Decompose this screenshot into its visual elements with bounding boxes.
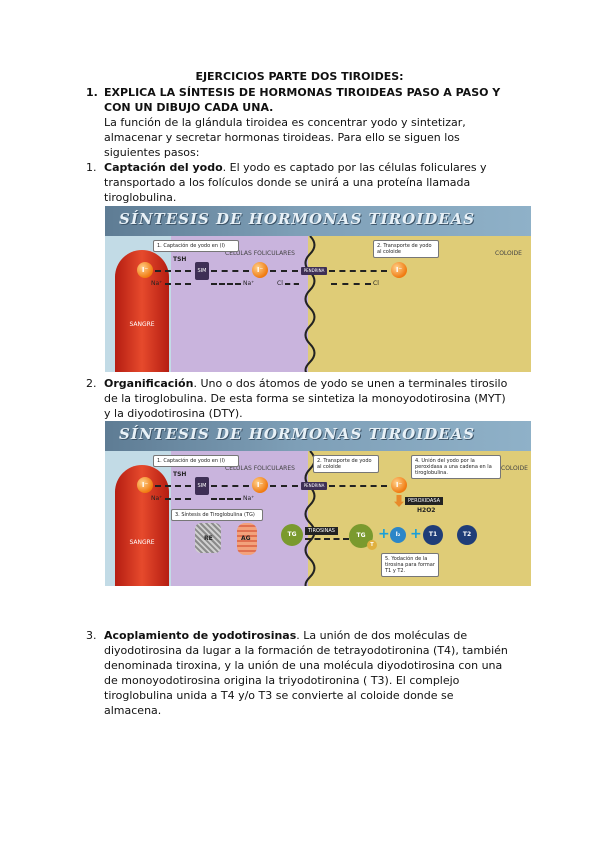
step3-line-6: almacena. bbox=[104, 704, 162, 717]
tyrosines-label: TIROSINAS bbox=[305, 527, 338, 535]
arrow-membrane-to-colloid bbox=[329, 270, 387, 272]
figure-organification: SÍNTESIS DE HORMONAS TIROIDEAS CÉLULAS F… bbox=[105, 421, 531, 586]
callout-step4: 4. Unión del yodo por la peroxidasa a un… bbox=[411, 455, 501, 479]
iodide-ion-blood: I⁻ bbox=[137, 477, 153, 493]
arrow-sodium-1 bbox=[165, 283, 191, 285]
plus-icon: + bbox=[410, 526, 422, 542]
document-title: EJERCICIOS PARTE DOS TIROIDES: bbox=[195, 70, 404, 83]
membrane-wave bbox=[304, 451, 316, 586]
iodide-ion-blood: I⁻ bbox=[137, 262, 153, 278]
arrow-tg-to-colloid bbox=[305, 538, 349, 540]
symporter-pump: SIM bbox=[195, 262, 209, 280]
iodide-ion-cell: I⁻ bbox=[252, 477, 268, 493]
blood-label: SANGRE bbox=[129, 321, 155, 328]
arrow-sodium-1 bbox=[165, 498, 191, 500]
question-number: 1. bbox=[86, 86, 98, 99]
intro-line-1: La función de la glándula tiroidea es co… bbox=[104, 116, 466, 129]
peroxidase-label: PEROXIDASA bbox=[405, 497, 444, 505]
figure-title: SÍNTESIS DE HORMONAS TIROIDEAS bbox=[119, 425, 476, 443]
step3-text: . La unión de dos moléculas de bbox=[296, 629, 468, 642]
follicular-cells-zone bbox=[171, 236, 308, 372]
iodide-ion-cell: I⁻ bbox=[252, 262, 268, 278]
endoplasmic-reticulum-icon bbox=[195, 523, 221, 553]
arrow-sodium-2 bbox=[211, 498, 241, 500]
figure-header: SÍNTESIS DE HORMONAS TIROIDEAS bbox=[105, 206, 531, 236]
question-line-2: CON UN DIBUJO CADA UNA. bbox=[104, 101, 274, 114]
tsh-label: TSH bbox=[173, 256, 187, 263]
arrow-cell-to-membrane bbox=[270, 270, 298, 272]
step2-line-3: y la diyodotirosina (DTY). bbox=[104, 407, 243, 420]
zone-label-colloid: COLOIDE bbox=[495, 250, 522, 257]
callout-step2: 2. Transporte de yodo al coloide bbox=[373, 240, 439, 258]
step2-line-2: de la tiroglobulina. De esta forma se si… bbox=[104, 392, 506, 405]
tyrosine-marker: T bbox=[367, 540, 377, 550]
thyroglobulin-cell: TG bbox=[281, 524, 303, 546]
step3-line-4: de monoyodotirosina origina la triyodoti… bbox=[104, 674, 460, 687]
step2-line-1: Organificación. Uno o dos átomos de yodo… bbox=[104, 376, 507, 391]
figure-header: SÍNTESIS DE HORMONAS TIROIDEAS bbox=[105, 421, 531, 451]
intro-line-2: almacenar y secretar hormonas tiroideas.… bbox=[104, 131, 460, 144]
step1-line-3: tiroglobulina. bbox=[104, 191, 177, 204]
arrow-pump-to-cell bbox=[211, 485, 249, 487]
iodide-ion-colloid: I⁻ bbox=[391, 477, 407, 493]
callout-step2: 2. Transporte de yodo al coloide bbox=[313, 455, 379, 473]
step2-number: 2. bbox=[86, 377, 97, 390]
callout-step5: 5. Yodación de la tirosina para formar T… bbox=[381, 553, 439, 577]
pendrin-channel: PENDRINA bbox=[301, 482, 327, 490]
blood-label: SANGRE bbox=[129, 539, 155, 546]
er-label: RE bbox=[204, 535, 213, 542]
zone-label-cells: CÉLULAS FOLICULARES bbox=[225, 465, 295, 472]
h2o2-label: H2O2 bbox=[417, 507, 436, 514]
t2-hormone: T2 bbox=[457, 525, 477, 545]
step2-text: . Uno o dos átomos de yodo se unen a ter… bbox=[193, 377, 508, 390]
arrow-cell-to-membrane bbox=[270, 485, 298, 487]
tsh-label: TSH bbox=[173, 471, 187, 478]
step1-line-1: Captación del yodo. El yodo es captado p… bbox=[104, 160, 487, 175]
arrow-blood-to-pump bbox=[155, 270, 191, 272]
figure-iodine-uptake: SÍNTESIS DE HORMONAS TIROIDEAS CÉLULAS F… bbox=[105, 206, 531, 372]
step3-heading: Acoplamiento de yodotirosinas bbox=[104, 629, 297, 642]
step1-number: 1. bbox=[86, 161, 97, 174]
colloid-zone bbox=[308, 236, 531, 372]
callout-step1: 1. Captación de yodo en (I) bbox=[153, 240, 239, 252]
iodine-molecule: I₂ bbox=[390, 527, 406, 543]
step1-text: . El yodo es captado por las células fol… bbox=[222, 161, 487, 174]
t1-hormone: T1 bbox=[423, 525, 443, 545]
step3-line-2: diyodotirosina da lugar a la formación d… bbox=[104, 644, 508, 657]
arrow-membrane-to-colloid bbox=[329, 485, 387, 487]
symporter-pump: SIM bbox=[195, 477, 209, 495]
golgi-apparatus-icon bbox=[237, 523, 257, 555]
chloride-label-cell: Cl bbox=[277, 280, 283, 287]
step3-line-5: tiroglobulina unida a T4 y/o T3 se convi… bbox=[104, 689, 454, 702]
membrane-wave bbox=[304, 236, 316, 372]
sodium-label-cell: Na⁺ bbox=[243, 495, 255, 502]
sodium-label-cell: Na⁺ bbox=[243, 280, 255, 287]
step3-line-3: denominada tiroxina, y la unión de una m… bbox=[104, 659, 503, 672]
step1-heading: Captación del yodo bbox=[104, 161, 223, 174]
question-line-1: EXPLICA LA SÍNTESIS DE HORMONAS TIROIDEA… bbox=[104, 86, 501, 99]
pendrin-channel: PENDRINA bbox=[301, 267, 327, 275]
arrow-chloride-2 bbox=[331, 283, 371, 285]
callout-step1: 1. Captación de yodo en (I) bbox=[153, 455, 239, 467]
step3-number: 3. bbox=[86, 629, 97, 642]
arrow-blood-to-pump bbox=[155, 485, 191, 487]
iodide-ion-colloid: I⁻ bbox=[391, 262, 407, 278]
down-arrow-icon bbox=[394, 495, 404, 507]
golgi-label: AG bbox=[241, 535, 251, 542]
step3-line-1: Acoplamiento de yodotirosinas. La unión … bbox=[104, 628, 467, 643]
arrow-pump-to-cell bbox=[211, 270, 249, 272]
arrow-sodium-2 bbox=[211, 283, 241, 285]
step2-heading: Organificación bbox=[104, 377, 194, 390]
sodium-label-blood: Na⁺ bbox=[151, 280, 163, 287]
chloride-label-colloid: Cl bbox=[373, 280, 379, 287]
zone-label-cells: CÉLULAS FOLICULARES bbox=[225, 250, 295, 257]
intro-line-3: siguientes pasos: bbox=[104, 146, 200, 159]
callout-step3: 3. Síntesis de Tiroglobulina (TG) bbox=[171, 509, 263, 521]
plus-icon: + bbox=[378, 526, 390, 542]
figure-title: SÍNTESIS DE HORMONAS TIROIDEAS bbox=[119, 210, 476, 228]
sodium-label-blood: Na⁺ bbox=[151, 495, 163, 502]
step1-line-2: transportado a los folículos donde se un… bbox=[104, 176, 471, 189]
zone-label-colloid: COLOIDE bbox=[501, 465, 528, 472]
arrow-chloride-1 bbox=[285, 283, 299, 285]
